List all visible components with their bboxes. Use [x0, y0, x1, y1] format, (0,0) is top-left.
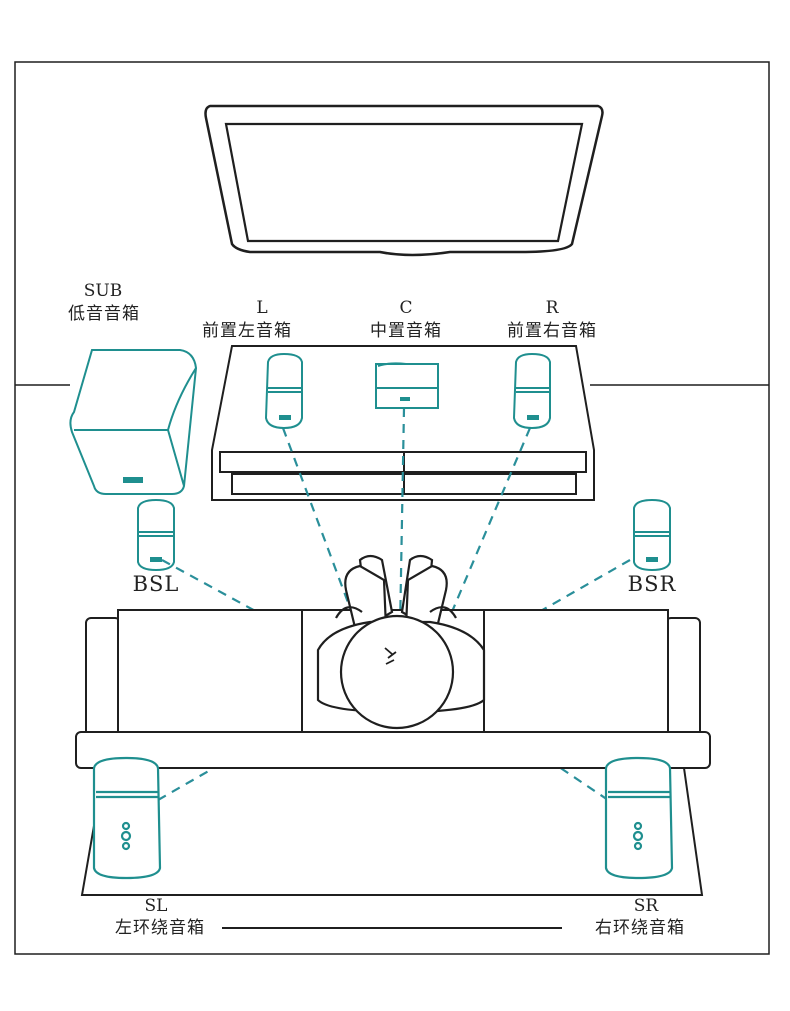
front-left-code-label: L: [256, 298, 268, 318]
tv-icon: [204, 104, 604, 257]
speaker-icon-back-left: [137, 498, 175, 572]
surround-left-code-label: SL: [132, 898, 180, 915]
subwoofer-icon: [69, 349, 198, 495]
front-right-code-label: R: [545, 298, 559, 318]
back-right-code-label: BSR: [627, 572, 677, 596]
sub-name-label: 低音音箱: [68, 304, 140, 324]
center-name-label: 中置音箱: [370, 321, 442, 341]
speaker-icon-front-left: [264, 352, 303, 430]
back-left-code-label: BSL: [132, 572, 180, 596]
front-right-name-label: 前置右音箱: [507, 321, 597, 341]
center-code-label: C: [399, 298, 413, 318]
surround-right-code-label: SR: [622, 898, 670, 915]
tower-speaker-icon-surround-left: [92, 756, 162, 880]
listener-icon: [316, 554, 486, 730]
room-frame: [14, 61, 770, 955]
speaker-icon-back-right: [633, 498, 671, 572]
surround-left-name-label: 左环绕音箱: [115, 918, 205, 938]
front-left-name-label: 前置左音箱: [202, 321, 292, 341]
speaker-icon-front-right: [512, 352, 551, 430]
surround-right-name-label: 右环绕音箱: [595, 918, 685, 938]
center-speaker-icon: [375, 362, 439, 409]
tower-speaker-icon-surround-right: [604, 756, 674, 880]
sub-code-label: SUB: [83, 281, 123, 301]
